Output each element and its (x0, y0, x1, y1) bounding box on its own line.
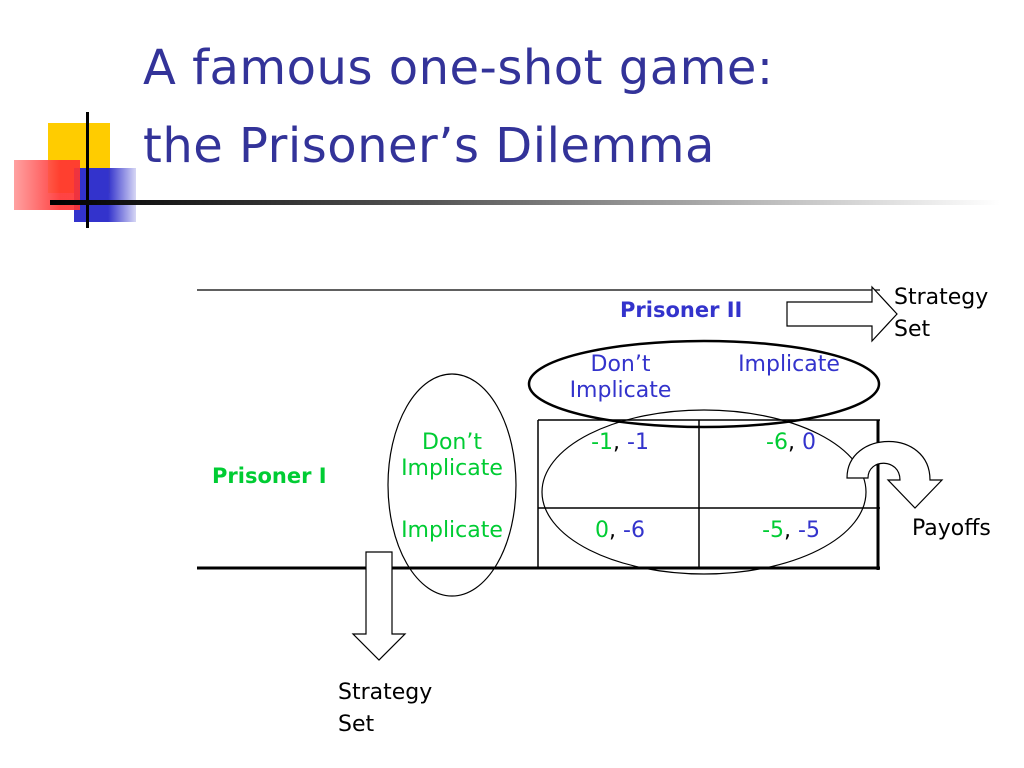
annotation-line: Set (894, 316, 931, 342)
payoff-p1: -5 (762, 518, 784, 543)
annotation-line: Set (338, 711, 375, 737)
payoff-separator: , (784, 518, 798, 543)
payoff-p1: 0 (595, 518, 610, 543)
annotation-payoffs: Payoffs (912, 516, 991, 541)
slide-title-line-2: the Prisoner’s Dilemma (143, 118, 715, 174)
strategy-text-line: Implicate (569, 378, 672, 404)
payoff-p2: 0 (801, 430, 816, 455)
annotation-strategy-set-top: Strategy Set (894, 282, 988, 346)
strategy-text-line: Don’t (590, 352, 651, 377)
player1-strategy-implicate: Implicate (401, 518, 503, 543)
player1-label: Prisoner I (212, 464, 327, 488)
player2-label: Prisoner II (620, 298, 743, 322)
deco-blue-square (74, 168, 136, 222)
slide-title-line-1: A famous one-shot game: (143, 40, 774, 96)
down-arrow-icon (351, 551, 407, 661)
right-arrow-icon (786, 285, 898, 343)
payoff-p1: -1 (591, 430, 613, 455)
payoff-matrix-grid (537, 419, 880, 570)
payoff-separator: , (609, 518, 624, 543)
payoffs-ellipse (541, 409, 867, 575)
payoff-cell-r1c1: -1, -1 (560, 430, 680, 456)
payoff-p2: -5 (798, 518, 820, 543)
deco-vertical-line (86, 112, 89, 228)
title-underline (50, 200, 1000, 205)
payoff-p2: -1 (627, 430, 649, 455)
payoff-cell-r2c2: -5, -5 (731, 518, 851, 544)
payoff-p1: -6 (766, 430, 788, 455)
annotation-strategy-set-bottom: Strategy Set (338, 677, 432, 741)
player1-strategies-ellipse (387, 373, 517, 597)
curved-arrow-icon (846, 440, 944, 509)
annotation-line: Strategy (338, 680, 433, 705)
payoff-p2: -6 (623, 518, 645, 543)
annotation-line: Strategy (894, 285, 989, 310)
payoff-separator: , (787, 430, 802, 455)
player2-strategy-implicate: Implicate (738, 352, 840, 377)
strategy-text-line: Don’t (422, 430, 482, 455)
strategy-text-line: Implicate (401, 456, 503, 482)
payoff-cell-r1c2: -6, 0 (731, 430, 851, 456)
payoff-separator: , (613, 430, 627, 455)
payoff-cell-r2c1: 0, -6 (560, 518, 680, 544)
player2-strategies-ellipse (527, 339, 881, 429)
